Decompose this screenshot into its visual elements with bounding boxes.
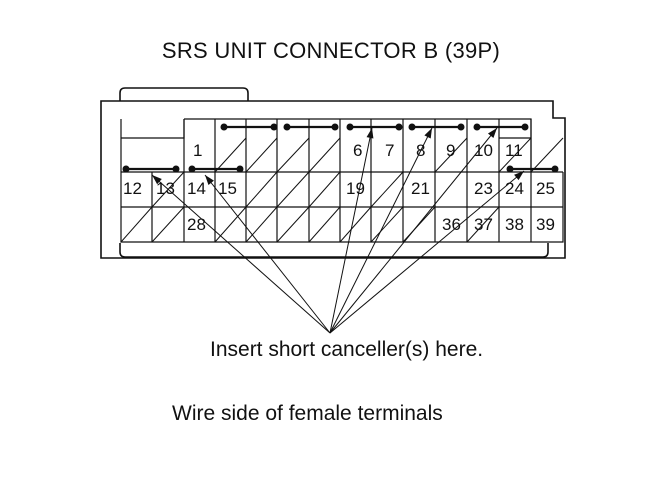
terminal-grid xyxy=(120,118,564,243)
connector-housing xyxy=(100,100,566,259)
short-bar-group xyxy=(122,123,559,173)
terminal-label: 24 xyxy=(505,179,524,198)
terminal-label: 38 xyxy=(505,215,524,234)
arrow-head xyxy=(205,175,214,186)
short-bar-end xyxy=(506,165,514,173)
hatch-line xyxy=(214,137,247,173)
terminal-label: 12 xyxy=(123,179,142,198)
terminal-label: 25 xyxy=(536,179,555,198)
short-bar-end xyxy=(220,123,228,131)
terminal-label: 39 xyxy=(536,215,555,234)
short-bar-end xyxy=(283,123,291,131)
pointer-line xyxy=(329,127,373,334)
terminal-label: 19 xyxy=(346,179,365,198)
short-bar-end xyxy=(395,123,403,131)
short-bar-end xyxy=(473,123,481,131)
hatch-line xyxy=(498,137,532,173)
pointer-line xyxy=(329,127,433,334)
hatch-line xyxy=(530,137,564,173)
hatch-line xyxy=(120,206,153,243)
pointer-arrows xyxy=(151,127,525,334)
hatch-line xyxy=(308,206,341,243)
terminal-label: 28 xyxy=(187,215,206,234)
short-bar-end xyxy=(551,165,559,173)
short-bar-end xyxy=(457,123,465,131)
short-bar-end xyxy=(408,123,416,131)
short-bar-end xyxy=(521,123,529,131)
grid-line xyxy=(121,119,185,139)
pointer-line xyxy=(151,174,331,334)
terminal-label: 6 xyxy=(353,141,362,160)
arrow-head xyxy=(366,128,374,139)
diagram-title: SRS UNIT CONNECTOR B (39P) xyxy=(161,38,501,63)
hatch-line xyxy=(466,206,500,243)
terminal-label: 14 xyxy=(187,179,206,198)
hatch-line xyxy=(245,206,278,243)
arrow-head xyxy=(424,128,432,139)
terminal-label: 37 xyxy=(474,215,493,234)
connector-base-flange xyxy=(119,243,549,258)
hatch-line xyxy=(339,206,372,243)
terminal-label: 11 xyxy=(505,141,523,160)
terminal-label: 15 xyxy=(218,179,237,198)
hatch-line xyxy=(308,171,341,208)
pointer-line xyxy=(329,127,498,334)
hatch-line xyxy=(151,206,185,243)
terminal-label: 13 xyxy=(156,179,175,198)
short-bar-end xyxy=(270,123,278,131)
pointer-line xyxy=(329,170,525,334)
hatch-line xyxy=(245,171,278,208)
arrow-head xyxy=(514,171,524,181)
terminal-label: 8 xyxy=(416,141,425,160)
terminal-label: 10 xyxy=(474,141,493,160)
terminal-label: 23 xyxy=(474,179,493,198)
short-bar-end xyxy=(188,165,196,173)
hatch-line xyxy=(370,171,404,208)
short-bar-end xyxy=(236,165,244,173)
arrow-head xyxy=(487,128,497,138)
hatch-line xyxy=(245,137,278,173)
short-bar-end xyxy=(346,123,354,131)
hatch-line xyxy=(214,206,247,243)
caption-text: Wire side of female terminals xyxy=(172,402,443,425)
short-bar-end xyxy=(122,165,130,173)
instruction-text: Insert short canceller(s) here. xyxy=(210,338,484,361)
hatch-line xyxy=(308,137,341,173)
hatch-line xyxy=(434,137,468,173)
terminal-label: 21 xyxy=(411,179,430,198)
terminal-label: 7 xyxy=(385,141,394,160)
terminal-label: 9 xyxy=(446,141,455,160)
short-bar-end xyxy=(331,123,339,131)
terminal-label: 36 xyxy=(442,215,461,234)
terminal-label: 1 xyxy=(193,141,202,160)
terminal-labels: 1 6 7 8 9 10 11 12 13 14 15 19 21 23 24 … xyxy=(123,141,555,234)
hatch-line xyxy=(276,171,310,208)
arrow-head xyxy=(152,175,162,185)
short-bar-end xyxy=(172,165,180,173)
connector-lock-tab xyxy=(119,87,249,101)
hatch-line xyxy=(370,206,404,243)
hatch-line xyxy=(276,206,310,243)
hatch-line xyxy=(276,137,310,173)
pointer-line xyxy=(204,174,331,334)
unused-cavity-hatching xyxy=(120,137,564,243)
